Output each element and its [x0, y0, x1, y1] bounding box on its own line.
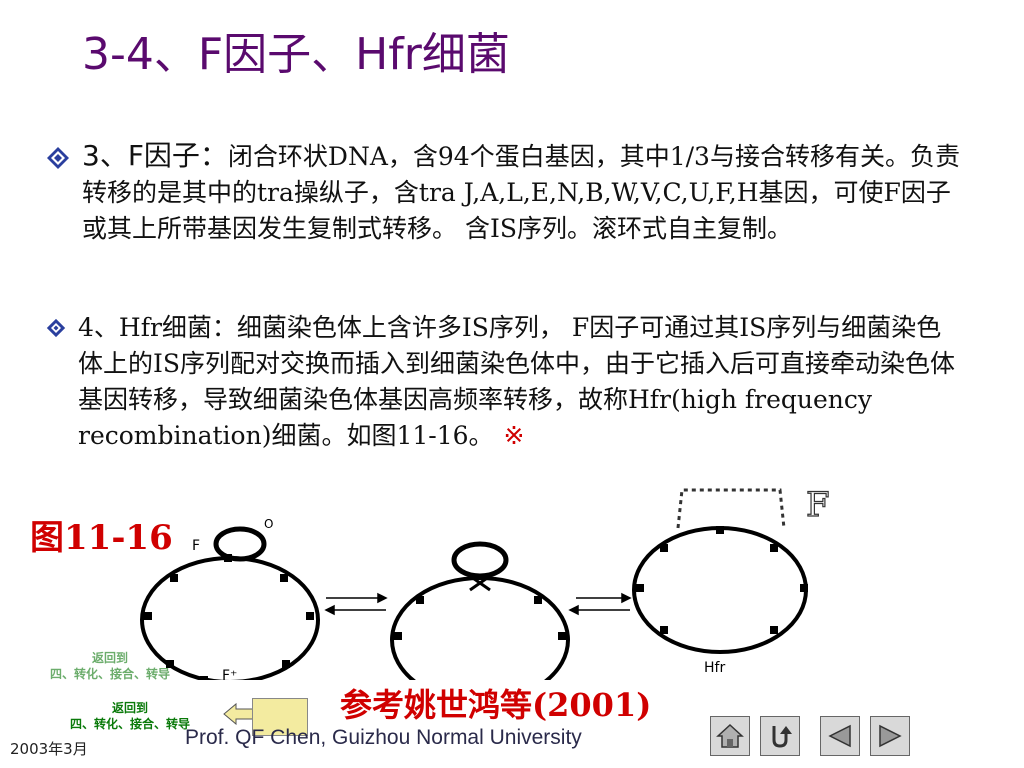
gene-markers-right [636, 526, 808, 634]
prev-icon [828, 724, 851, 748]
f-small-label: F [192, 538, 200, 554]
f-plasmid-left [213, 526, 267, 562]
hfr-formation-diagram: F F O F⁺ Hfr [140, 484, 830, 680]
bullet-hfr: 4、Hfr细菌：细菌染色体上含许多IS序列， F因子可通过其IS序列与细菌染色体… [46, 310, 976, 454]
reference-mark[interactable]: ※ [503, 421, 525, 450]
f-outline-label: F [806, 485, 830, 525]
footer-text: Prof. QF Chen, Guizhou Normal University [185, 726, 582, 749]
slide-title: 3-4、F因子、Hfr细菌 [82, 29, 510, 80]
chromosome-middle [390, 576, 570, 680]
home-button[interactable] [710, 716, 750, 756]
f-factor-dotted-bracket [676, 488, 786, 529]
reversible-arrow-left [324, 592, 388, 616]
diamond-bullet-icon [46, 318, 66, 338]
hfr-label: Hfr [704, 660, 725, 676]
bullet-text: 闭合环状DNA，含94个蛋白基因，其中1/3与接合转移有关。负责转移的是其中的t… [82, 142, 960, 243]
home-icon [716, 723, 744, 748]
previous-button[interactable] [820, 716, 860, 756]
gene-markers-middle [394, 596, 566, 640]
next-button[interactable] [870, 716, 910, 756]
f-plasmid-middle [451, 541, 509, 579]
citation: 参考姚世鸿等(2001) [340, 686, 652, 724]
bullet-f-factor: 3、F因子：闭合环状DNA，含94个蛋白基因，其中1/3与接合转移有关。负责转移… [46, 138, 976, 247]
next-icon [879, 724, 902, 748]
figure-label: 图11-16 [30, 518, 173, 558]
bullet-text: 4、Hfr细菌：细菌染色体上含许多IS序列， F因子可通过其IS序列与细菌染色体… [78, 313, 956, 450]
diamond-bullet-icon [47, 147, 69, 169]
bullet-lead: 3、F因子： [82, 139, 228, 172]
chromosome-hfr [632, 526, 808, 654]
back-link-faded[interactable]: 返回到 四、转化、接合、转导 [49, 651, 170, 681]
f-plus-label: F⁺ [222, 668, 237, 680]
reversible-arrow-right [568, 592, 632, 616]
back-link[interactable]: 返回到 四、转化、接合、转导 [69, 701, 190, 731]
date: 2003年3月 [10, 740, 88, 758]
o-label: O [264, 517, 273, 531]
return-icon [772, 726, 792, 748]
back-button-box[interactable] [252, 698, 308, 736]
gene-markers-left [144, 554, 314, 680]
return-button[interactable] [760, 716, 800, 756]
